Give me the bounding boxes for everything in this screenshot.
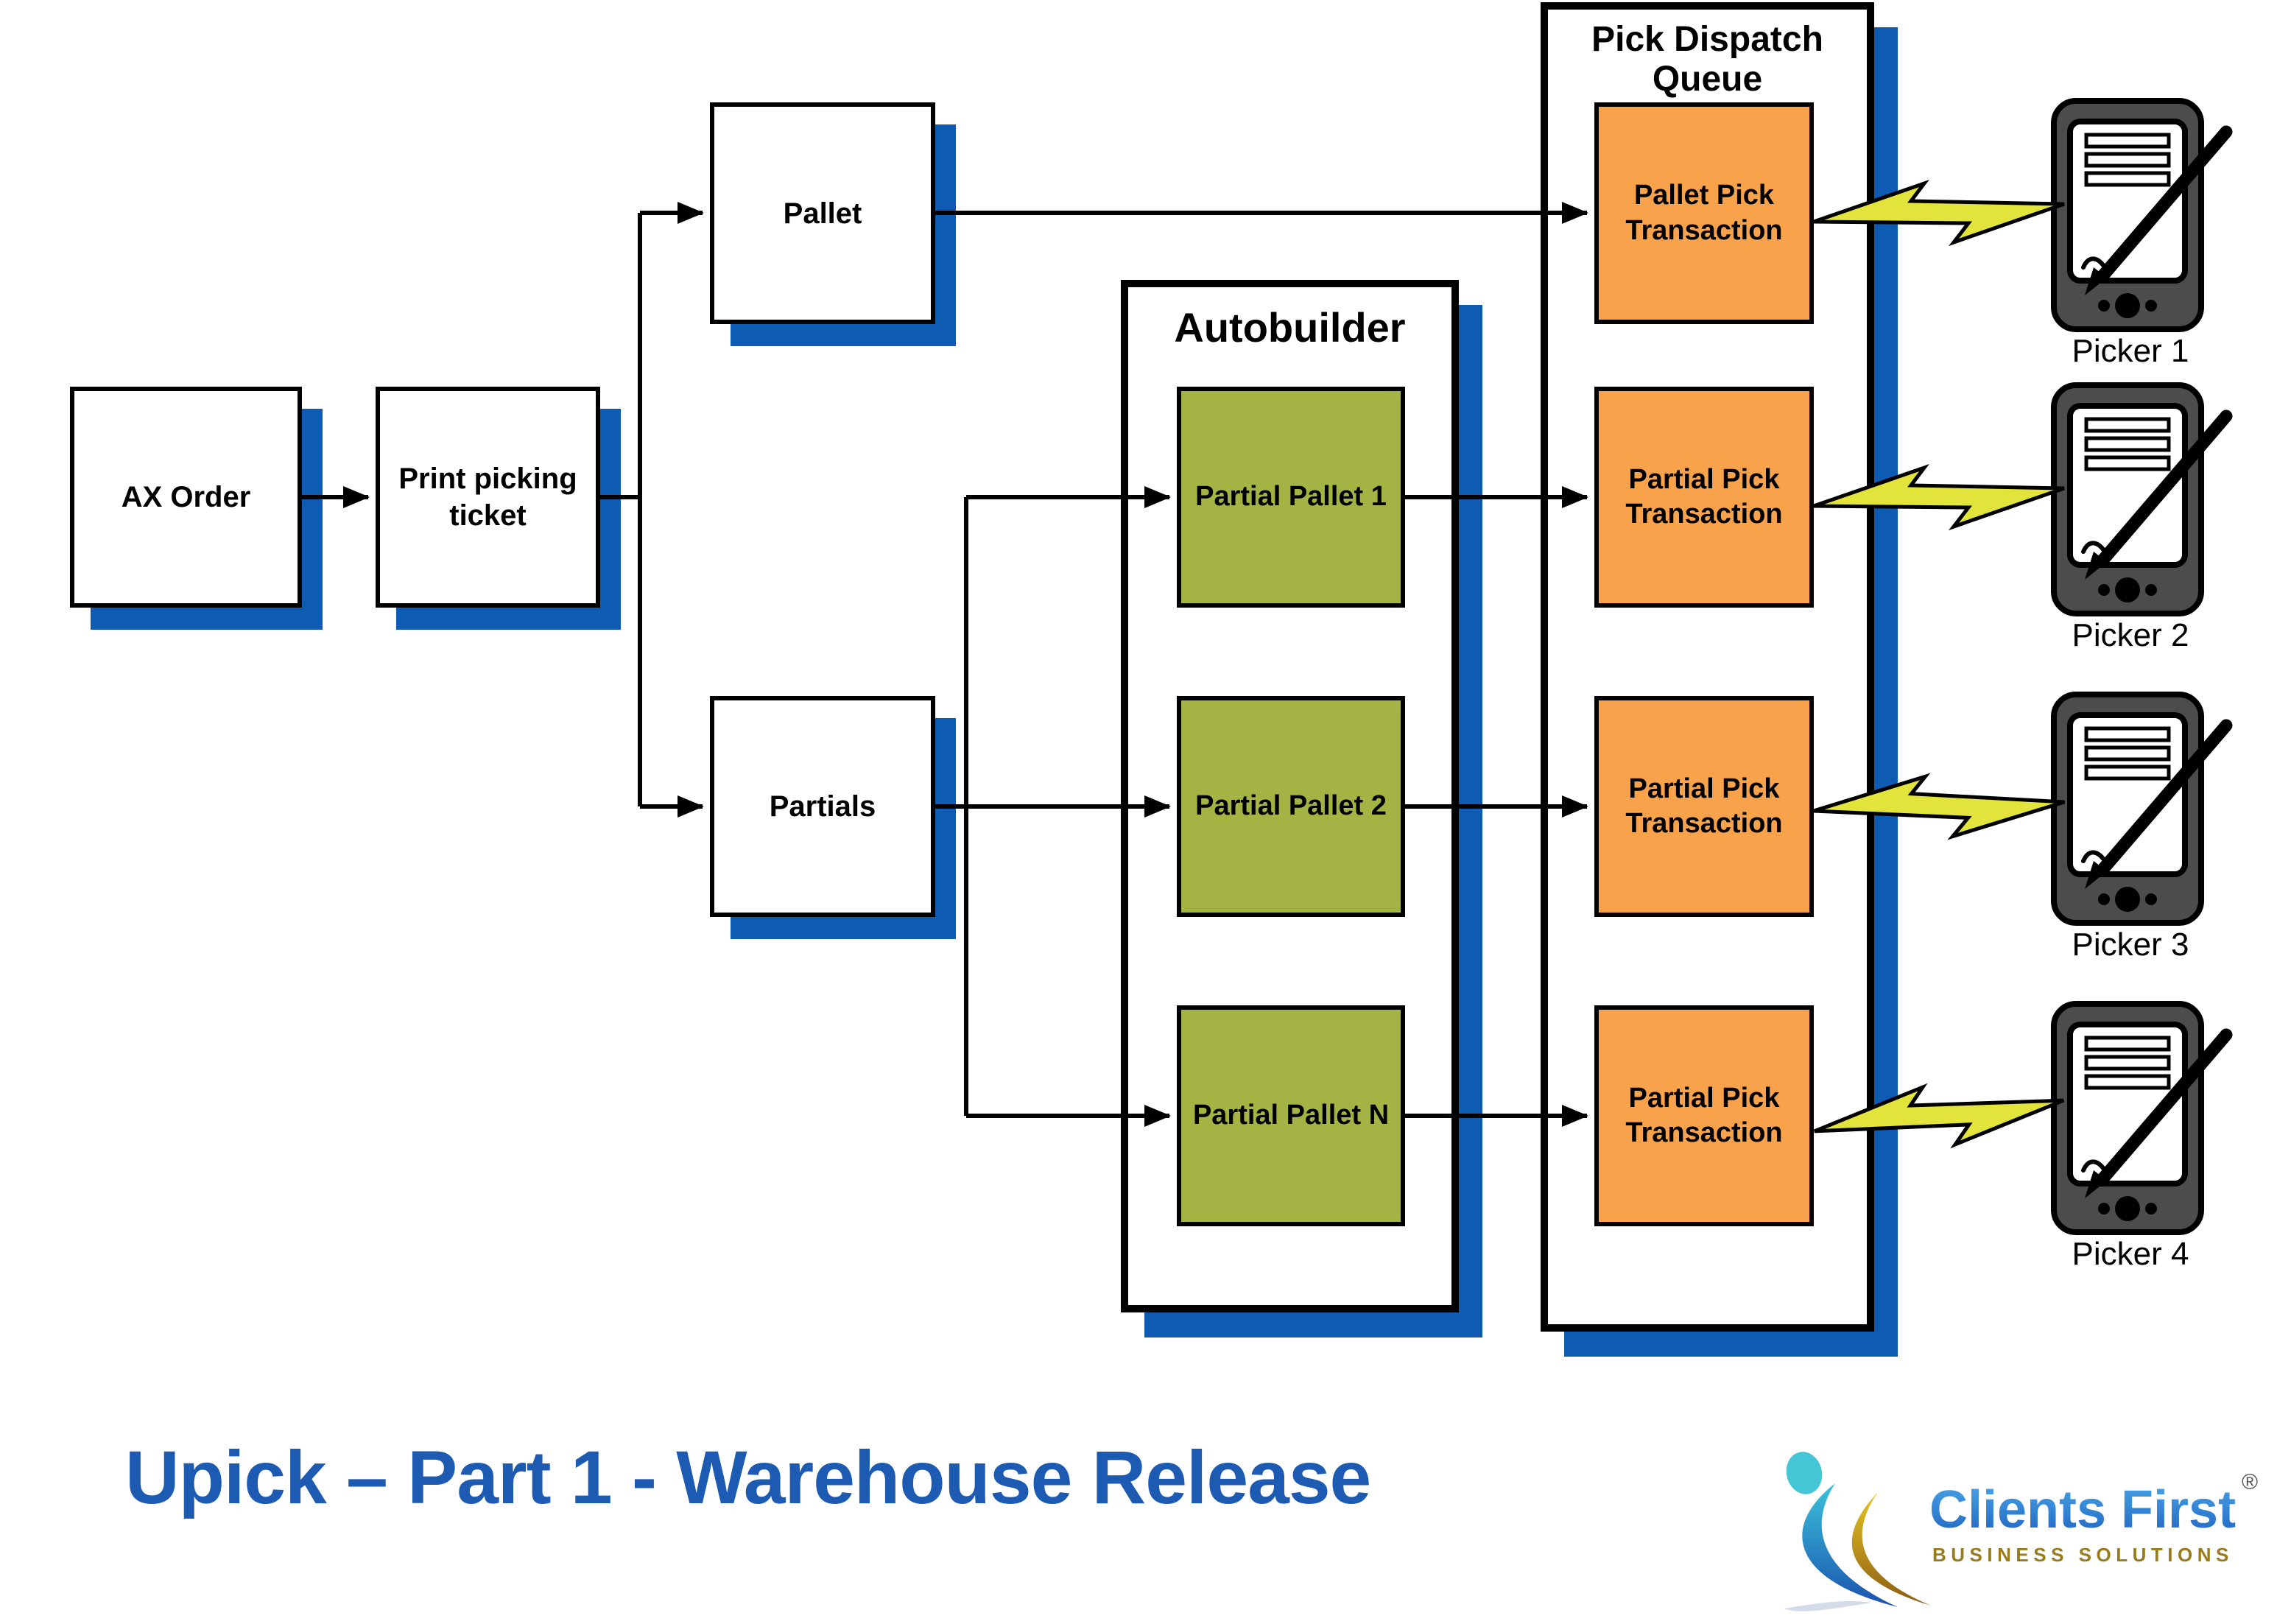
handheld-device-icon <box>2051 692 2235 927</box>
autobuilder-title: Autobuilder <box>1174 304 1406 351</box>
clients-first-logo: Clients First ® BUSINESS SOLUTIONS <box>1784 1452 2258 1611</box>
handheld-device-icon <box>2051 98 2235 334</box>
slide-title: Upick – Part 1 - Warehouse Release <box>125 1435 1371 1519</box>
logo-swoosh-mark <box>1784 1452 1931 1611</box>
node-ax-order: AX Order <box>70 387 302 608</box>
picker-1-label: Picker 1 <box>2072 333 2189 369</box>
node-partial-pallet-n: Partial Pallet N <box>1177 1005 1405 1226</box>
node-partials: Partials <box>710 696 935 917</box>
node-pallet-pick-transaction: Pallet Pick Transaction <box>1594 102 1814 324</box>
logo-registered-mark: ® <box>2242 1470 2258 1494</box>
picker-2-label: Picker 2 <box>2072 617 2189 653</box>
handheld-device-icon <box>2051 1001 2235 1237</box>
node-partial-pick-transaction-2: Partial Pick Transaction <box>1594 696 1814 917</box>
picker-3-label: Picker 3 <box>2072 927 2189 963</box>
picker-4-label: Picker 4 <box>2072 1236 2189 1272</box>
node-partial-pallet-1: Partial Pallet 1 <box>1177 387 1405 608</box>
node-print-picking-ticket: Print picking ticket <box>376 387 600 608</box>
handheld-device-icon <box>2051 382 2235 618</box>
logo-wordmark: Clients First <box>1929 1480 2236 1539</box>
node-partial-pick-transaction-3: Partial Pick Transaction <box>1594 1005 1814 1226</box>
node-partial-pick-transaction-1: Partial Pick Transaction <box>1594 387 1814 608</box>
logo-tagline: BUSINESS SOLUTIONS <box>1932 1544 2234 1566</box>
pick-dispatch-queue-title: Pick Dispatch Queue <box>1591 20 1823 99</box>
node-pallet: Pallet <box>710 102 935 324</box>
node-partial-pallet-2: Partial Pallet 2 <box>1177 696 1405 917</box>
